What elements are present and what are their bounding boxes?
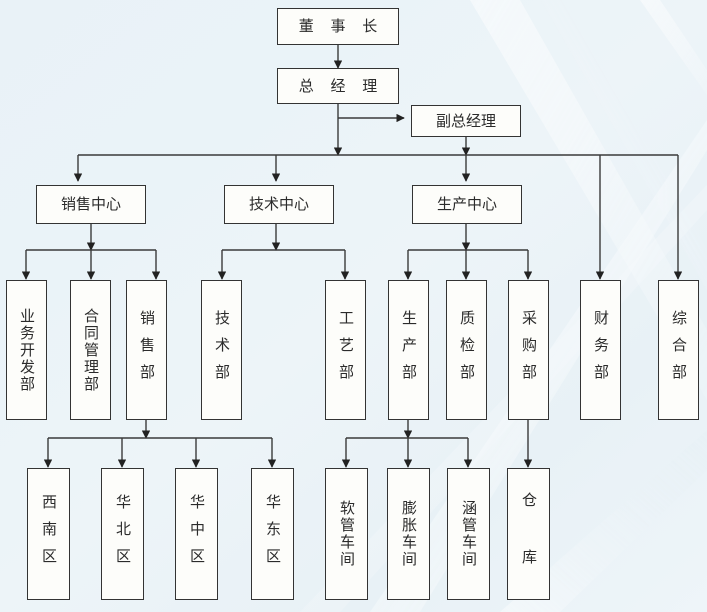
node-east-region[interactable]: 华东区 xyxy=(251,468,294,600)
node-general-affairs-dept[interactable]: 综合部 xyxy=(658,280,699,420)
node-general-manager[interactable]: 总 经 理 xyxy=(277,68,399,104)
node-finance-dept[interactable]: 财务部 xyxy=(580,280,621,420)
node-production-dept[interactable]: 生产部 xyxy=(388,280,429,420)
node-expansion-workshop[interactable]: 膨胀车间 xyxy=(387,468,430,600)
node-central-region[interactable]: 华中区 xyxy=(175,468,218,600)
node-southwest-region[interactable]: 西南区 xyxy=(27,468,70,600)
node-hose-workshop[interactable]: 软管车间 xyxy=(325,468,368,600)
node-craft-dept[interactable]: 工艺部 xyxy=(325,280,366,420)
node-culvert-workshop[interactable]: 涵管车间 xyxy=(447,468,490,600)
node-contract-mgmt-dept[interactable]: 合同管理部 xyxy=(70,280,111,420)
node-sales-dept[interactable]: 销售部 xyxy=(126,280,167,420)
node-chairman[interactable]: 董 事 长 xyxy=(277,8,399,45)
node-business-dev-dept[interactable]: 业务开发部 xyxy=(6,280,47,420)
node-warehouse[interactable]: 仓 库 xyxy=(507,468,550,600)
node-purchasing-dept[interactable]: 采购部 xyxy=(508,280,549,420)
node-tech-center[interactable]: 技术中心 xyxy=(224,185,334,224)
node-production-center[interactable]: 生产中心 xyxy=(412,185,522,224)
node-deputy-general-manager[interactable]: 副总经理 xyxy=(411,105,521,137)
node-quality-dept[interactable]: 质检部 xyxy=(446,280,487,420)
node-tech-dept[interactable]: 技术部 xyxy=(201,280,242,420)
node-north-region[interactable]: 华北区 xyxy=(101,468,144,600)
node-sales-center[interactable]: 销售中心 xyxy=(36,185,146,224)
